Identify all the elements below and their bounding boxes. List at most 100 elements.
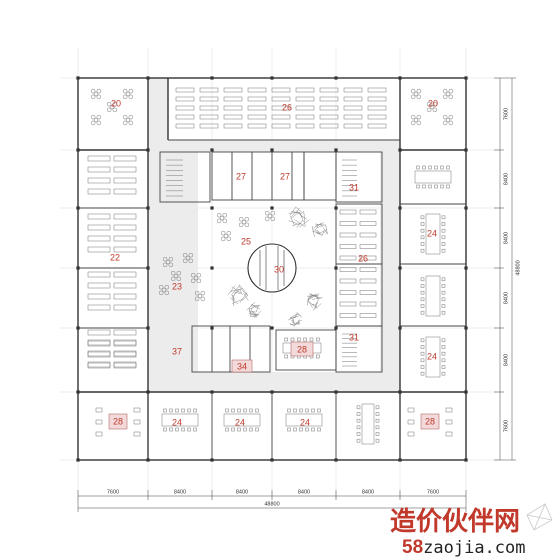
conference-table	[415, 171, 451, 183]
chair	[421, 223, 424, 226]
chair	[182, 428, 185, 431]
chair	[164, 409, 167, 412]
column	[210, 326, 213, 329]
chair	[376, 433, 379, 436]
column	[464, 76, 467, 79]
chair	[357, 419, 360, 422]
desk	[368, 88, 386, 92]
desk	[224, 106, 242, 110]
desk	[114, 214, 136, 219]
dim-right-total: 48800	[515, 260, 521, 275]
column	[146, 326, 149, 329]
chair	[421, 311, 424, 314]
desk	[96, 408, 102, 412]
column	[76, 326, 79, 329]
chair	[376, 426, 379, 429]
desk	[344, 97, 362, 101]
desk	[248, 88, 266, 92]
desk	[320, 97, 338, 101]
chair	[441, 185, 444, 188]
tree	[247, 302, 262, 318]
desk	[272, 88, 290, 92]
chair	[442, 285, 445, 288]
chair	[421, 346, 424, 349]
column	[270, 148, 273, 151]
chair	[285, 338, 288, 341]
desk	[248, 124, 266, 128]
lounge-seat	[443, 115, 453, 125]
room-label-20-tl: 20	[111, 98, 121, 108]
chair	[442, 339, 445, 342]
chair	[435, 185, 438, 188]
desk	[360, 291, 376, 295]
desk	[200, 124, 218, 128]
desk	[344, 115, 362, 119]
room-label-22: 22	[110, 252, 120, 262]
desk	[340, 279, 356, 283]
desk	[114, 294, 136, 299]
desk	[114, 178, 136, 183]
desk	[360, 222, 376, 226]
column	[334, 206, 337, 209]
chair	[442, 291, 445, 294]
desk	[88, 214, 110, 219]
dim-right-1: 7600	[503, 108, 509, 120]
watermark-url-number: 58	[402, 537, 423, 558]
desk	[114, 167, 136, 172]
chair	[447, 166, 450, 169]
chair	[306, 428, 309, 431]
desk	[114, 189, 136, 194]
chair	[357, 433, 360, 436]
watermark-logo-icon	[527, 504, 552, 530]
desk	[224, 88, 242, 92]
dim-right-5: 8400	[503, 354, 509, 366]
desk	[88, 330, 110, 335]
dim-bottom-5: 8400	[362, 489, 374, 495]
column	[210, 206, 213, 209]
column	[398, 76, 401, 79]
chair	[256, 428, 259, 431]
desk	[446, 408, 452, 412]
chair	[226, 428, 229, 431]
tree	[289, 207, 310, 228]
dim-bottom-1: 7600	[107, 489, 119, 495]
column	[464, 326, 467, 329]
chair	[421, 359, 424, 362]
chair	[244, 409, 247, 412]
chair	[421, 216, 424, 219]
column	[210, 458, 213, 461]
room-label-27-b: 27	[280, 171, 290, 181]
desk	[360, 233, 376, 237]
column	[76, 390, 79, 393]
chair	[421, 249, 424, 252]
column	[210, 76, 213, 79]
desk	[88, 305, 110, 310]
chair	[238, 428, 241, 431]
desk	[88, 294, 110, 299]
room-label-24-b2: 24	[235, 417, 245, 427]
desk	[88, 156, 110, 161]
chair	[417, 166, 420, 169]
lounge-seat	[91, 115, 101, 125]
desk	[408, 408, 414, 412]
column	[464, 148, 467, 151]
column	[146, 76, 149, 79]
room-label-37: 37	[172, 346, 182, 356]
chair	[310, 338, 313, 341]
column	[334, 148, 337, 151]
dim-bottom-2: 8400	[174, 489, 186, 495]
column	[210, 390, 213, 393]
chair	[250, 409, 253, 412]
chair	[421, 372, 424, 375]
room-label-28-bl: 28	[113, 416, 123, 426]
chair	[244, 428, 247, 431]
room-label-25: 25	[241, 236, 251, 246]
watermark: 造价伙伴网 58zaojia.com	[390, 504, 552, 558]
chair	[291, 338, 294, 341]
chair	[357, 426, 360, 429]
desk	[320, 115, 338, 119]
desk	[176, 115, 194, 119]
desk	[320, 88, 338, 92]
column	[270, 206, 273, 209]
desk	[360, 302, 376, 306]
